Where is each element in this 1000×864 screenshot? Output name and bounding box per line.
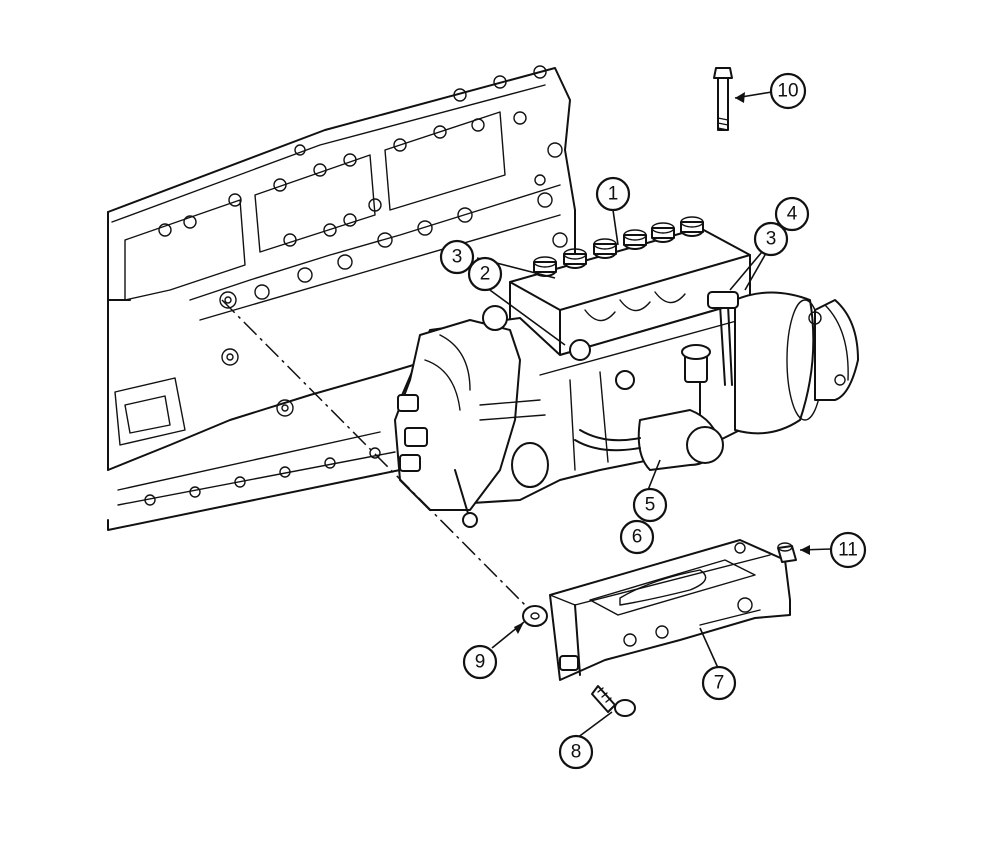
callout-9: 9	[462, 644, 498, 680]
callout-label: 3	[766, 229, 777, 250]
callout-label: 11	[838, 540, 858, 561]
callout-label: 8	[571, 742, 582, 763]
callout-label: 9	[475, 652, 486, 673]
callout-7: 7	[701, 665, 737, 701]
callout-label: 7	[714, 673, 725, 694]
callout-6: 6	[619, 519, 655, 555]
leader-arrowheads	[514, 92, 810, 634]
callout-2: 2	[467, 256, 503, 292]
callout-label: 2	[480, 264, 491, 285]
callout-5: 5	[632, 487, 668, 523]
callout-label: 3	[452, 247, 463, 268]
callout-4: 4	[774, 196, 810, 232]
nut-11	[777, 542, 797, 563]
callout-3-left: 3	[439, 239, 475, 275]
callout-10: 10	[769, 72, 807, 110]
callout-label: 5	[645, 495, 656, 516]
bolt-8	[591, 685, 636, 717]
callout-label: 1	[608, 184, 619, 205]
injection-pump	[394, 216, 859, 528]
callout-11: 11	[829, 531, 867, 569]
callout-label: 6	[632, 527, 643, 548]
support-bracket	[549, 539, 791, 681]
engine-block	[107, 65, 576, 531]
assembly-centerline	[221, 299, 529, 609]
callout-1: 1	[595, 176, 631, 212]
callout-label: 4	[787, 204, 798, 225]
callout-3-right: 3	[753, 221, 789, 257]
washer-9	[522, 605, 548, 627]
callout-8: 8	[558, 734, 594, 770]
bolt-10	[713, 67, 733, 131]
callout-label: 10	[777, 81, 798, 102]
